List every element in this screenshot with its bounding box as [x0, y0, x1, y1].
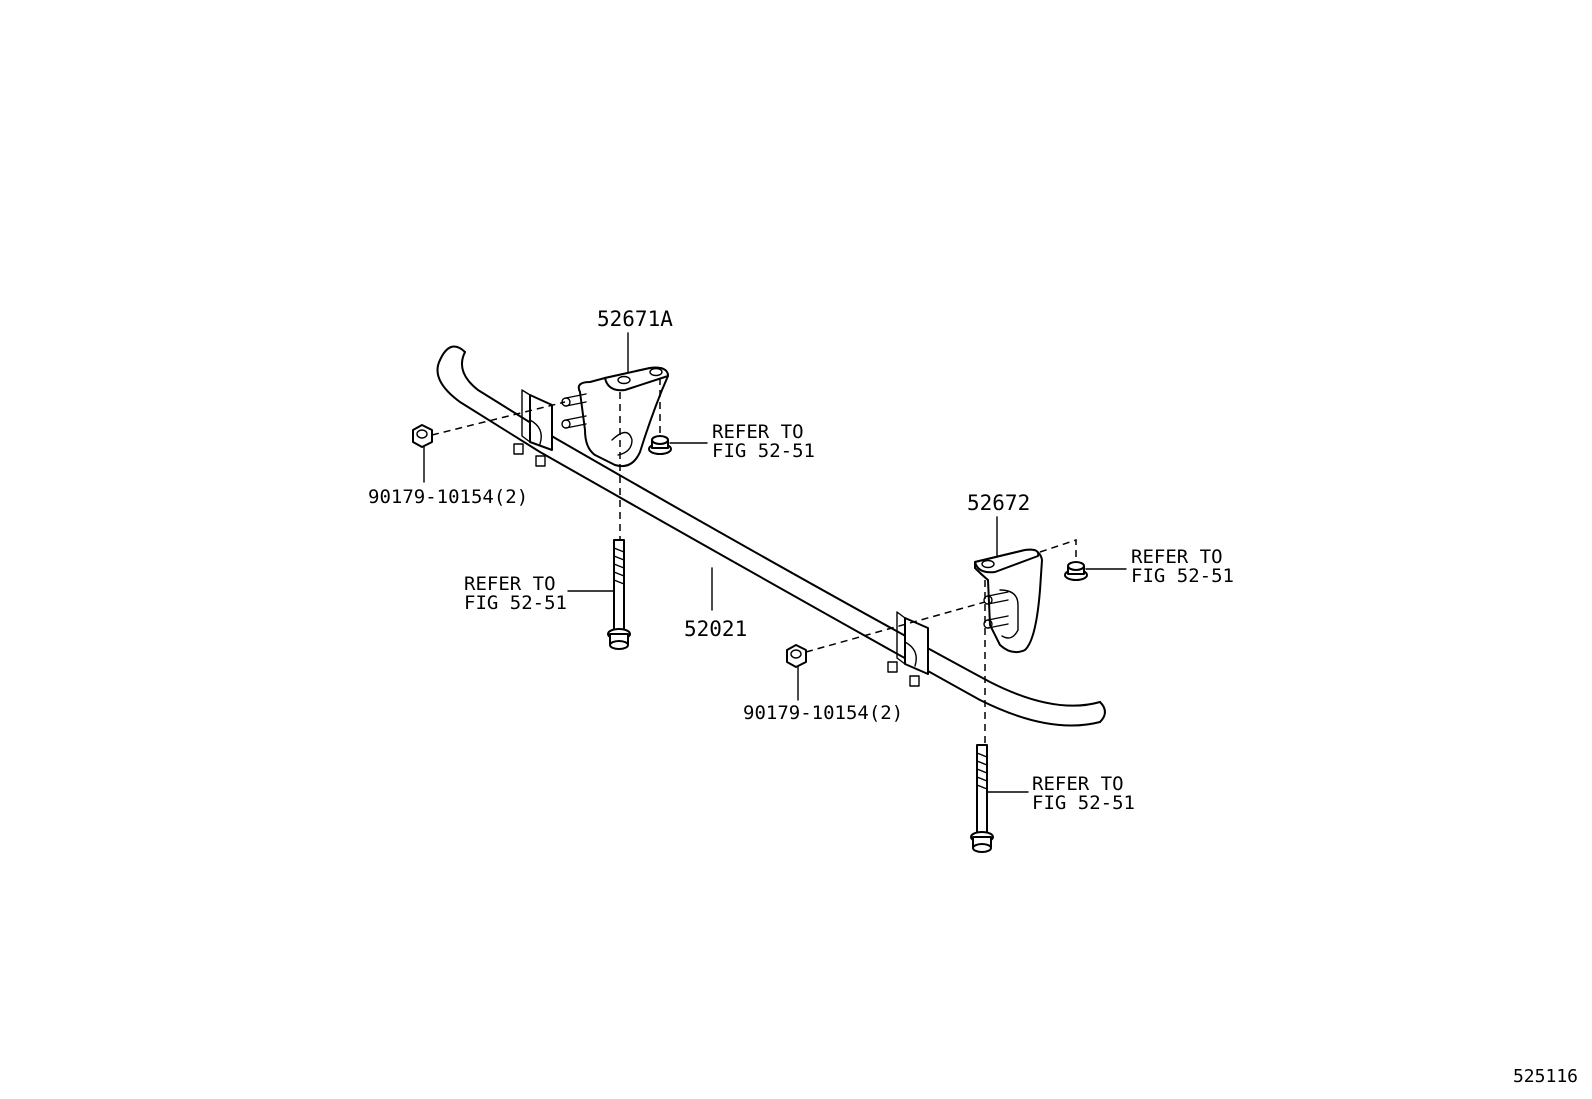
figure-number: 525116 — [1512, 1066, 1578, 1087]
refer-line1: REFER TO — [712, 421, 804, 443]
bolt-left-icon — [607, 539, 631, 650]
label-nut-left: 90179-10154(2) — [368, 486, 528, 508]
assembly-lines — [431, 378, 1077, 745]
refer-line2: FIG 52-51 — [712, 440, 815, 462]
right-bushing — [887, 611, 929, 687]
flange-nut-upper-left-icon — [648, 435, 672, 455]
flange-nut-upper-right-icon — [1064, 561, 1088, 581]
nut-left-icon — [412, 424, 433, 448]
stabilizer-bar — [436, 345, 1106, 727]
refer-line1: REFER TO — [1032, 773, 1124, 795]
refer-upper-left: REFER TO FIG 52-51 — [712, 421, 815, 462]
refer-line2: FIG 52-51 — [1131, 565, 1234, 587]
left-bushing — [513, 389, 553, 467]
label-bracket-52671a: 52671A — [597, 307, 673, 331]
label-nut-right: 90179-10154(2) — [743, 702, 903, 724]
bracket-52671a — [561, 366, 669, 468]
refer-lower-right: REFER TO FIG 52-51 — [1032, 773, 1135, 814]
leader-lines — [423, 332, 1127, 793]
refer-line1: REFER TO — [1131, 546, 1223, 568]
nut-right-icon — [786, 644, 807, 668]
refer-lower-left: REFER TO FIG 52-51 — [464, 573, 567, 614]
refer-line2: FIG 52-51 — [1032, 792, 1135, 814]
label-bracket-52672: 52672 — [967, 491, 1030, 515]
refer-line1: REFER TO — [464, 573, 556, 595]
refer-line2: FIG 52-51 — [464, 592, 567, 614]
label-stabilizer-bar: 52021 — [684, 617, 747, 641]
refer-upper-right: REFER TO FIG 52-51 — [1131, 546, 1234, 587]
bracket-52672 — [974, 548, 1043, 654]
bolt-right-icon — [970, 744, 994, 853]
